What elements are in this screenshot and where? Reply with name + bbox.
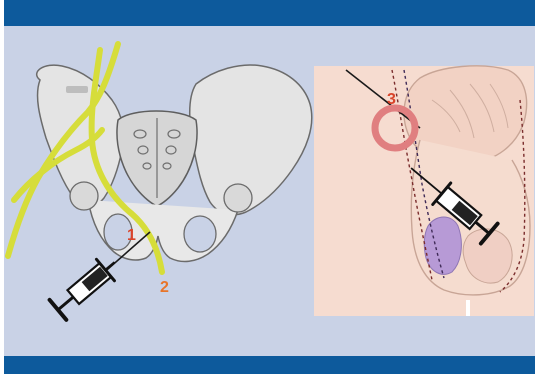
syringe-thumb-rest: [50, 300, 67, 320]
right-acetabulum: [224, 184, 252, 212]
purple-region: [424, 217, 461, 274]
syringe-left: [49, 252, 124, 321]
inset-illustration: 3: [314, 66, 534, 316]
pelvis-illustration: 1 2: [8, 44, 312, 321]
left-acetabulum: [70, 182, 98, 210]
syringe-plunger-rod: [58, 297, 73, 310]
marker-1: 1: [127, 227, 136, 244]
marker-2: 2: [160, 279, 169, 296]
marker-3: 3: [387, 91, 396, 108]
engraving-label-mark: [66, 86, 88, 93]
syringe-hub: [105, 262, 114, 270]
right-obturator-foramen: [184, 216, 216, 252]
